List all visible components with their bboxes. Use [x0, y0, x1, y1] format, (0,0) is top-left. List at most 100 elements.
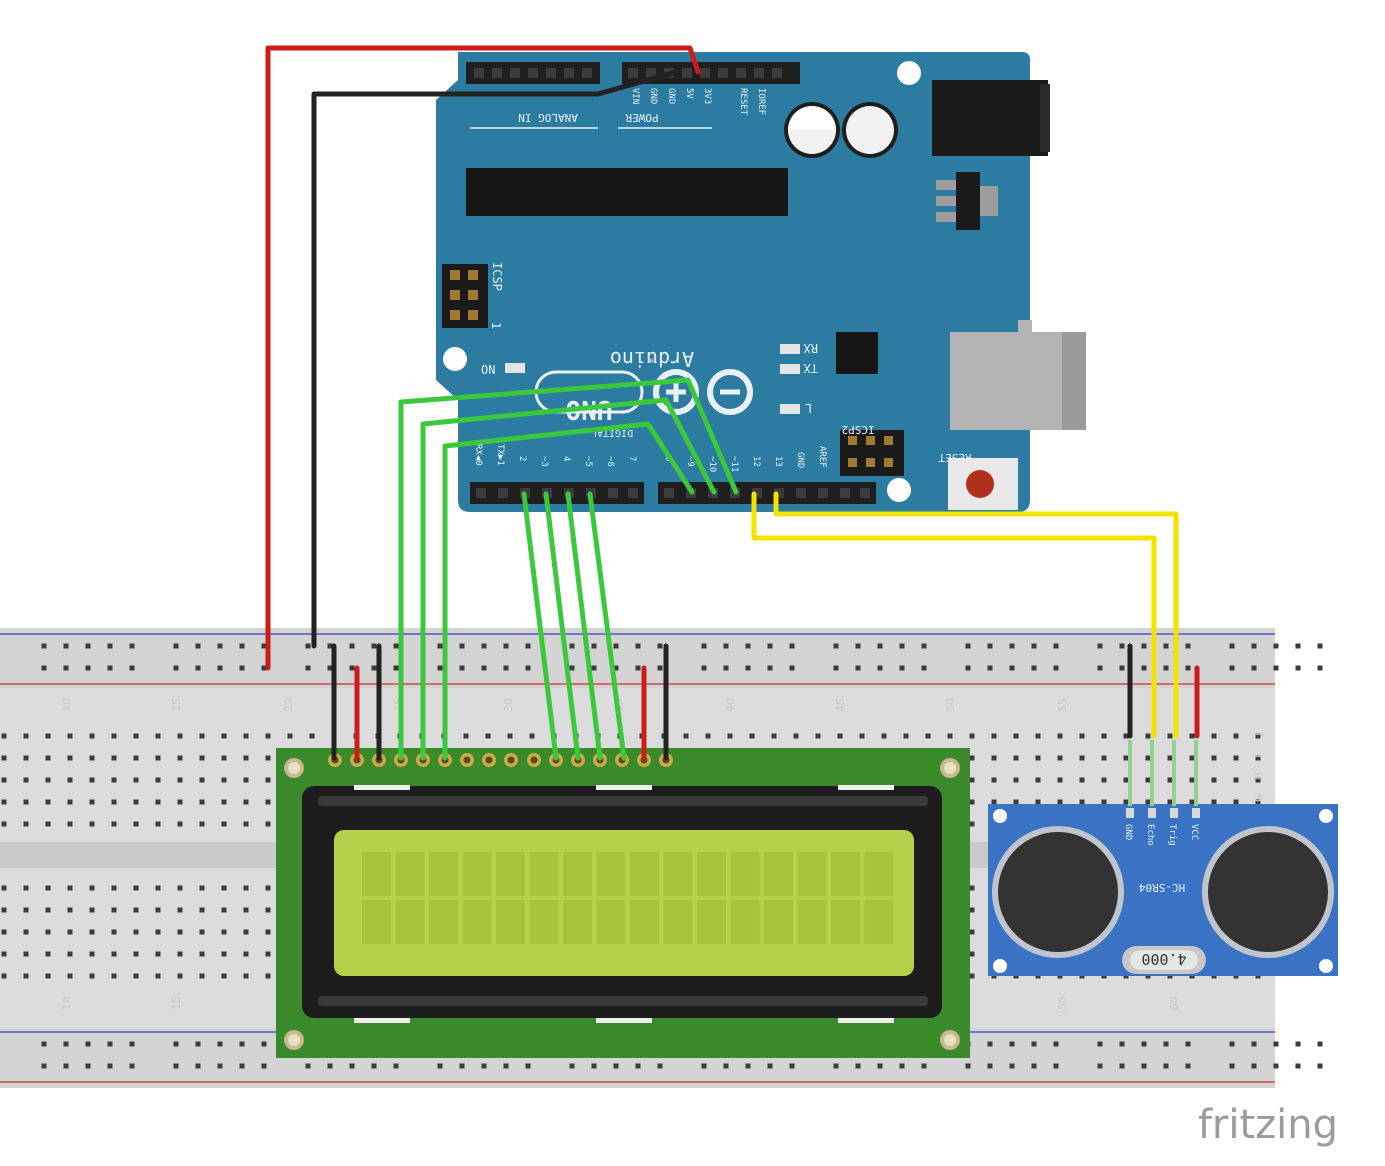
breadboard-hole — [437, 643, 443, 649]
breadboard-hole — [529, 733, 535, 739]
column-number: 20 — [282, 698, 295, 712]
lcd-char-cell — [764, 852, 793, 896]
breadboard-hole — [745, 643, 751, 649]
breadboard-hole — [221, 973, 227, 979]
breadboard-hole — [67, 973, 73, 979]
breadboard-hole — [1053, 1041, 1059, 1047]
breadboard-hole — [1163, 643, 1169, 649]
breadboard-hole — [243, 885, 249, 891]
breadboard-hole — [1057, 799, 1063, 805]
breadboard-hole — [111, 755, 117, 761]
column-number: 50 — [944, 698, 957, 712]
breadboard-hole — [1163, 1063, 1169, 1069]
breadboard-hole — [1273, 665, 1279, 671]
breadboard-hole — [1255, 777, 1261, 783]
breadboard-hole — [1251, 1041, 1257, 1047]
breadboard-hole — [613, 643, 619, 649]
breadboard-hole — [173, 665, 179, 671]
breadboard-hole — [969, 733, 975, 739]
icsp-pin1-label: 1 — [489, 322, 503, 329]
breadboard-hole — [833, 643, 839, 649]
breadboard-hole — [67, 929, 73, 935]
breadboard-hole — [195, 1041, 201, 1047]
breadboard-hole — [1251, 1063, 1257, 1069]
wires — [265, 45, 1200, 761]
breadboard-hole — [723, 665, 729, 671]
icsp-label: ICSP — [490, 262, 504, 291]
breadboard-hole — [67, 885, 73, 891]
breadboard-hole — [89, 821, 95, 827]
breadboard-column-numbers: 10 15 20 25 30 35 40 45 50 55 10 15 55 6… — [60, 698, 1181, 1010]
sensor-pin-vcc: VCC — [1189, 824, 1199, 840]
breadboard-hole — [243, 821, 249, 827]
breadboard-hole — [129, 665, 135, 671]
breadboard-hole — [199, 777, 205, 783]
breadboard-hole — [111, 777, 117, 783]
column-number-bottom: 10 — [60, 996, 73, 1010]
breadboard-hole — [243, 973, 249, 979]
power-pin-labels: VIN GND GND 5V 3V3 RESET IOREF — [630, 88, 766, 116]
sensor-model-label: HC-SR04 — [1138, 881, 1185, 894]
breadboard-hole — [265, 973, 271, 979]
breadboard-hole — [969, 799, 975, 805]
breadboard-hole — [129, 1041, 135, 1047]
breadboard-hole — [1233, 733, 1239, 739]
arduino-logo-text: Arduino — [610, 347, 694, 371]
breadboard-hole — [1189, 777, 1195, 783]
breadboard-hole — [155, 755, 161, 761]
lcd-char-cell — [797, 900, 827, 944]
pin-label-12: 12 — [751, 456, 761, 467]
row-letter: I — [1252, 755, 1265, 758]
pin-label-4: 4 — [561, 456, 571, 461]
breadboard-hole — [525, 643, 531, 649]
breadboard-hole — [1013, 777, 1019, 783]
breadboard-hole — [855, 643, 861, 649]
breadboard-hole — [1097, 1041, 1103, 1047]
lcd-char-cell — [429, 852, 458, 896]
power-label: POWER — [625, 111, 658, 124]
breadboard-hole — [265, 821, 271, 827]
breadboard-hole — [67, 799, 73, 805]
sensor-pin-echo: Echo — [1145, 824, 1155, 846]
rx-label: RX — [803, 341, 818, 355]
breadboard-hole — [969, 951, 975, 957]
reset-button-cap[interactable] — [966, 470, 994, 498]
breadboard-hole — [437, 665, 443, 671]
lcd-16x2-module — [276, 748, 970, 1058]
breadboard-hole — [173, 643, 179, 649]
breadboard-hole — [1009, 1041, 1015, 1047]
pin-label-3: ~3 — [539, 456, 549, 467]
breadboard-hole — [23, 821, 29, 827]
breadboard-hole — [371, 665, 377, 671]
breadboard-hole — [221, 907, 227, 913]
breadboard-hole — [481, 1063, 487, 1069]
breadboard-hole — [591, 665, 597, 671]
breadboard-hole — [239, 643, 245, 649]
lcd-char-cell — [462, 852, 492, 896]
breadboard-hole — [1189, 799, 1195, 805]
breadboard-hole — [111, 951, 117, 957]
breadboard-hole — [613, 1063, 619, 1069]
breadboard-hole — [969, 973, 975, 979]
breadboard-hole — [1295, 643, 1301, 649]
wire-trig-yellow — [773, 491, 1179, 739]
breadboard-hole — [1053, 1063, 1059, 1069]
breadboard-hole — [899, 1063, 905, 1069]
lcd-char-cell — [596, 900, 626, 944]
pin-label-aref: AREF — [817, 446, 827, 468]
breadboard-hole — [195, 1063, 201, 1069]
pin-label-rx0: RX◀0 — [473, 444, 483, 466]
breadboard-hole — [881, 733, 887, 739]
breadboard-hole — [1031, 1063, 1037, 1069]
breadboard-hole — [903, 733, 909, 739]
breadboard-hole — [177, 733, 183, 739]
breadboard-hole — [393, 643, 399, 649]
icsp-header — [442, 264, 488, 328]
breadboard-hole — [723, 1063, 729, 1069]
breadboard-hole — [1317, 643, 1323, 649]
row-letter: H — [1252, 772, 1265, 780]
breadboard-hole — [507, 733, 513, 739]
breadboard-hole — [327, 665, 333, 671]
breadboard-hole — [1, 821, 7, 827]
breadboard-hole — [23, 755, 29, 761]
